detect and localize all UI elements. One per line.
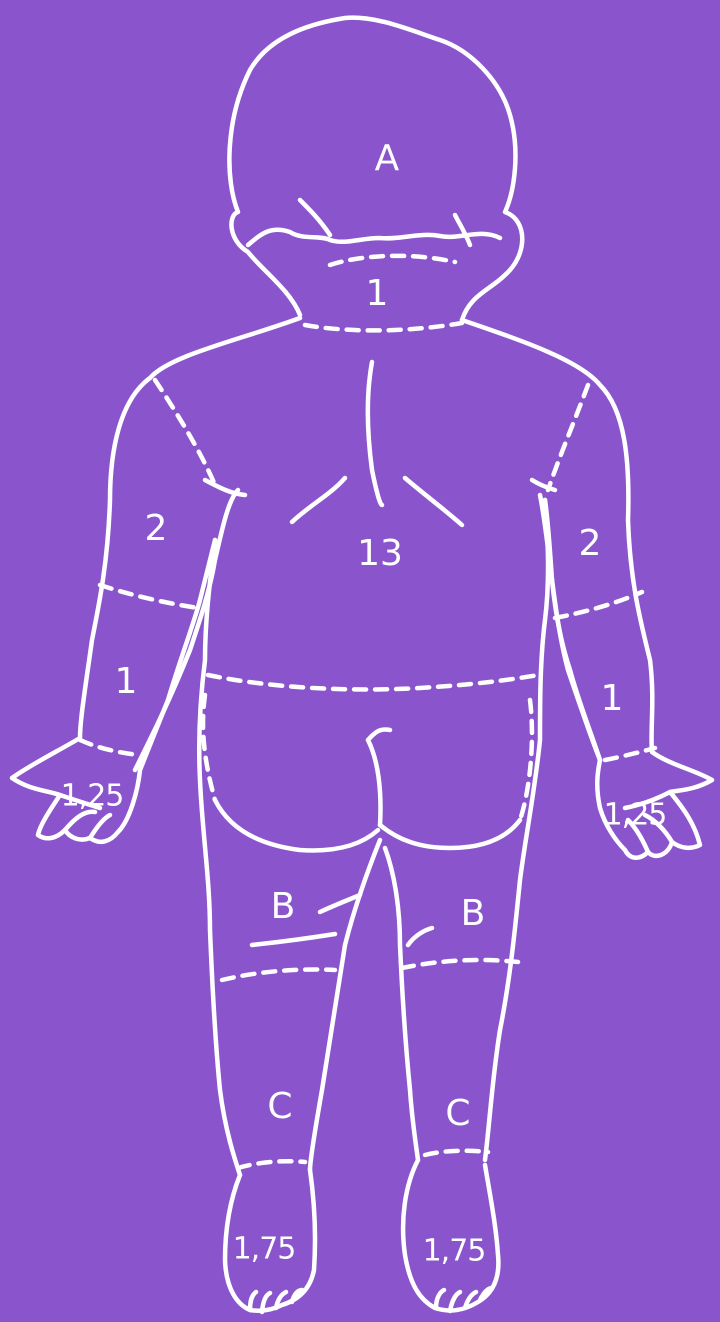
hair-tuft <box>300 200 330 235</box>
cleft-top <box>368 729 390 740</box>
neck-lower-boundary <box>305 323 462 330</box>
label-neck: 1 <box>366 273 389 314</box>
label-forearm-right: 1 <box>601 678 624 719</box>
label-leg-left: C <box>267 1086 292 1127</box>
torso-right-side <box>485 500 548 1160</box>
right-ankle-boundary <box>425 1151 488 1155</box>
label-upper-arm-right: 2 <box>579 523 602 564</box>
label-head: A <box>375 138 400 179</box>
label-foot-right: 1,75 <box>423 1234 486 1269</box>
label-hand-right: 1,25 <box>604 798 667 833</box>
right-buttock <box>380 820 520 848</box>
right-leg-inner <box>385 848 418 1160</box>
right-wrist-boundary <box>605 748 655 760</box>
right-knee-boundary <box>402 960 518 968</box>
gluteal-cleft <box>368 740 381 825</box>
label-trunk: 13 <box>357 533 403 574</box>
left-arm-outer <box>12 318 300 842</box>
left-ankle-boundary <box>238 1161 305 1168</box>
torso-left-side <box>199 540 240 1175</box>
label-foot-left: 1,75 <box>233 1232 296 1267</box>
left-wrist-boundary <box>80 740 138 755</box>
label-thigh-right: B <box>461 893 486 934</box>
left-elbow-boundary <box>100 585 198 608</box>
right-knee-crease <box>408 928 432 945</box>
right-arm-outer <box>462 320 712 858</box>
waist-boundary <box>208 675 538 689</box>
right-shoulder-boundary <box>548 385 588 490</box>
left-shoulder-boundary <box>155 380 215 485</box>
neck-upper-boundary <box>330 256 455 265</box>
label-hand-left: 1,25 <box>61 779 124 814</box>
left-buttock-dashed <box>203 695 215 800</box>
label-leg-right: C <box>445 1093 470 1134</box>
left-armpit-crease <box>205 480 245 495</box>
left-scapula <box>292 478 345 522</box>
label-forearm-left: 1 <box>115 661 138 702</box>
spine-line <box>368 362 382 505</box>
right-scapula <box>405 478 462 525</box>
left-knee-crease <box>252 934 335 945</box>
left-buttock <box>215 800 378 850</box>
left-leg-inner <box>310 840 380 1170</box>
label-thigh-left: B <box>271 886 296 927</box>
right-elbow-boundary <box>555 592 642 618</box>
left-knee-boundary <box>222 969 335 980</box>
label-upper-arm-left: 2 <box>145 508 168 549</box>
hair-tuft-2 <box>455 215 470 245</box>
